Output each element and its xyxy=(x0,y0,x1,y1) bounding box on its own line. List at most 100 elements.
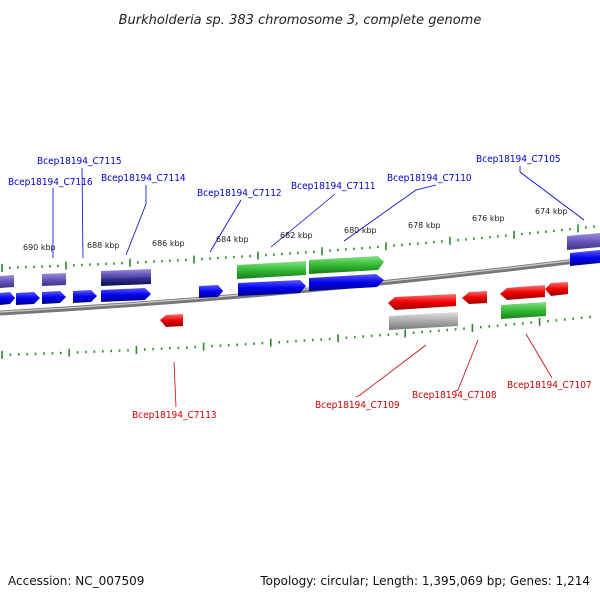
gene-arrow-green[interactable] xyxy=(237,261,306,279)
gene-label[interactable]: Bcep18194_C7114 xyxy=(101,173,186,184)
minor-tick xyxy=(320,338,322,341)
gene-label[interactable]: Bcep18194_C7112 xyxy=(197,188,282,199)
gene-label[interactable]: Bcep18194_C7113 xyxy=(132,410,217,421)
minor-tick xyxy=(564,318,566,321)
minor-tick xyxy=(34,352,37,356)
minor-tick xyxy=(412,331,415,334)
minor-tick xyxy=(438,329,440,332)
minor-tick xyxy=(93,350,96,353)
minor-tick xyxy=(313,250,315,253)
minor-tick xyxy=(201,257,203,261)
minor-tick xyxy=(43,352,45,355)
minor-tick xyxy=(286,340,289,343)
gene-arrow-blue[interactable] xyxy=(42,291,66,304)
leader-line xyxy=(209,199,242,253)
minor-tick xyxy=(289,252,291,255)
minor-tick xyxy=(328,337,331,341)
minor-tick xyxy=(85,350,87,354)
minor-tick xyxy=(113,262,115,265)
minor-tick xyxy=(41,265,43,268)
gene-arrow-blue[interactable] xyxy=(238,280,306,296)
minor-tick xyxy=(370,334,373,338)
major-tick xyxy=(321,247,323,256)
gene-arrow-blue[interactable] xyxy=(16,292,40,305)
gene-block-navy[interactable] xyxy=(101,277,151,286)
minor-tick xyxy=(160,347,163,350)
gene-arrow-blue[interactable] xyxy=(101,288,151,302)
scale-label: 682 kbp xyxy=(280,231,313,240)
major-tick xyxy=(65,261,67,270)
gene-arrow-red[interactable] xyxy=(160,314,183,327)
minor-tick xyxy=(369,246,371,249)
major-tick xyxy=(193,255,195,264)
minor-tick xyxy=(441,240,443,243)
minor-tick xyxy=(177,259,179,262)
minor-tick xyxy=(463,327,465,330)
gene-arrow-blue[interactable] xyxy=(309,274,384,291)
gene-block-purple[interactable] xyxy=(42,273,66,286)
major-tick xyxy=(1,350,3,359)
minor-tick xyxy=(561,228,563,232)
genome-summary-text: Topology: circular; Length: 1,395,069 bp… xyxy=(260,574,590,588)
gene-label[interactable]: Bcep18194_C7116 xyxy=(8,177,93,188)
outer-tick-track xyxy=(1,224,595,272)
gene-arrow-blue[interactable] xyxy=(0,292,15,305)
major-tick xyxy=(202,342,205,351)
gene-arrow-blue[interactable] xyxy=(570,250,600,266)
gene-arrow-green[interactable] xyxy=(501,302,546,319)
minor-tick xyxy=(73,264,75,267)
gene-arrow-red[interactable] xyxy=(462,291,487,304)
minor-tick xyxy=(51,352,54,355)
minor-tick xyxy=(545,230,547,233)
major-tick xyxy=(471,323,474,332)
gene-label[interactable]: Bcep18194_C7108 xyxy=(412,390,497,401)
gene-label[interactable]: Bcep18194_C7111 xyxy=(291,181,376,192)
minor-tick xyxy=(425,241,427,245)
minor-tick xyxy=(353,247,355,250)
gene-label[interactable]: Bcep18194_C7115 xyxy=(37,156,122,167)
gene-block-gray[interactable] xyxy=(389,312,458,330)
minor-tick xyxy=(26,353,28,356)
gene-arrow-blue[interactable] xyxy=(73,290,97,303)
minor-tick xyxy=(312,338,314,342)
minor-tick xyxy=(265,253,267,257)
minor-tick xyxy=(49,265,51,268)
minor-tick xyxy=(433,241,435,244)
major-tick xyxy=(513,230,515,239)
minor-tick xyxy=(25,265,27,269)
gene-block-purple[interactable] xyxy=(101,269,151,280)
minor-tick xyxy=(537,231,539,234)
leader-line xyxy=(81,167,84,259)
scale-label: 686 kbp xyxy=(152,239,185,248)
leader-line xyxy=(454,339,479,392)
gene-block-purple[interactable] xyxy=(567,233,600,250)
gene-arrow-red[interactable] xyxy=(545,282,568,296)
minor-tick xyxy=(81,263,83,267)
gene-arrow-red[interactable] xyxy=(500,285,545,300)
major-tick xyxy=(449,236,451,245)
gene-label[interactable]: Bcep18194_C7105 xyxy=(476,154,561,165)
accession-text: Accession: NC_007509 xyxy=(8,574,145,588)
gene-block-purple[interactable] xyxy=(0,275,14,288)
minor-tick xyxy=(457,238,459,242)
minor-tick xyxy=(295,339,297,343)
minor-tick xyxy=(273,253,275,256)
minor-tick xyxy=(555,319,558,322)
minor-tick xyxy=(18,353,20,356)
gene-arrow-red[interactable] xyxy=(388,294,456,310)
gene-label[interactable]: Bcep18194_C7109 xyxy=(315,400,400,411)
minor-tick xyxy=(153,260,155,263)
minor-tick xyxy=(345,248,347,251)
gene-arrow-green[interactable] xyxy=(309,256,384,274)
minor-tick xyxy=(110,349,112,353)
minor-tick xyxy=(118,349,121,352)
minor-tick xyxy=(497,235,499,238)
minor-tick xyxy=(278,341,280,344)
minor-tick xyxy=(377,245,379,249)
gene-label[interactable]: Bcep18194_C7107 xyxy=(507,380,592,391)
gene-arrow-blue[interactable] xyxy=(199,285,223,298)
minor-tick xyxy=(505,323,507,327)
minor-tick xyxy=(233,255,235,259)
gene-label[interactable]: Bcep18194_C7110 xyxy=(387,173,472,184)
minor-tick xyxy=(241,255,243,258)
